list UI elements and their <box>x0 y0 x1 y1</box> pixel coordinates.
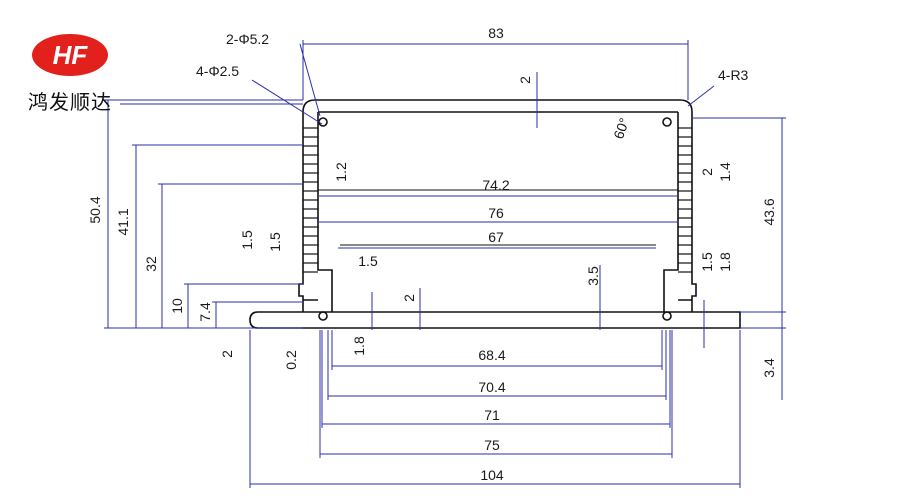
brand-name: 鸿发顺达 <box>28 90 112 114</box>
extrusion-profile <box>249 99 741 329</box>
dim-inner-mid: 76 <box>488 205 504 221</box>
dim-fin-gap-a: 1.5 <box>239 230 255 250</box>
dim-bottom-68: 68.4 <box>478 347 505 363</box>
heat-fins <box>303 127 692 273</box>
dim-inner-upper: 74.2 <box>482 177 509 193</box>
dim-right-base: 3.4 <box>761 358 777 378</box>
dimension-lines <box>104 40 786 488</box>
dim-hole-small: 4-Φ2.5 <box>196 63 239 79</box>
dim-fin-gap-b: 1.5 <box>267 232 283 252</box>
dim-bottom-104: 104 <box>480 467 504 483</box>
dim-corner-radius: 4-R3 <box>718 67 749 83</box>
dim-left-gap: 0.2 <box>283 350 299 370</box>
dimension-labels: 83 2-Φ5.2 4-Φ2.5 4-R3 2 60° 1.2 2 1.4 74… <box>87 25 777 483</box>
dim-step: 1.5 <box>358 253 378 269</box>
dim-top-width: 83 <box>488 25 504 41</box>
dim-right-gap-a: 1.5 <box>699 252 715 272</box>
leader-hole-large <box>299 43 321 117</box>
dim-left-thk: 2 <box>219 350 235 358</box>
logo-text: HF <box>53 40 89 70</box>
dim-top-wall: 2 <box>517 76 533 84</box>
dim-slot-depth: 1.8 <box>351 336 367 356</box>
dim-right-height: 43.6 <box>761 198 777 225</box>
dim-bottom-70: 70.4 <box>478 379 505 395</box>
dim-right-depth: 3.5 <box>585 266 601 286</box>
dim-height-74: 7.4 <box>197 302 213 322</box>
dim-bottom-75: 75 <box>484 437 500 453</box>
dim-slot-right-a: 2 <box>699 168 715 176</box>
dim-bottom-wall: 2 <box>401 294 417 302</box>
dim-slot-right-b: 1.4 <box>717 162 733 182</box>
dim-height-10: 10 <box>169 298 185 314</box>
leader-radius <box>687 85 715 107</box>
dim-height-41: 41.1 <box>115 208 131 235</box>
dim-fin-offset: 1.2 <box>333 162 349 182</box>
dim-right-gap-b: 1.8 <box>717 252 733 272</box>
brand-logo: HF <box>32 34 108 76</box>
leader-hole-small <box>251 79 323 125</box>
dim-hole-large: 2-Φ5.2 <box>226 31 269 47</box>
dim-inner-lower: 67 <box>488 229 504 245</box>
dim-angle: 60° <box>610 116 632 141</box>
dim-height-32: 32 <box>143 256 159 272</box>
dim-bottom-71: 71 <box>484 407 500 423</box>
dim-height-total: 50.4 <box>87 196 103 223</box>
